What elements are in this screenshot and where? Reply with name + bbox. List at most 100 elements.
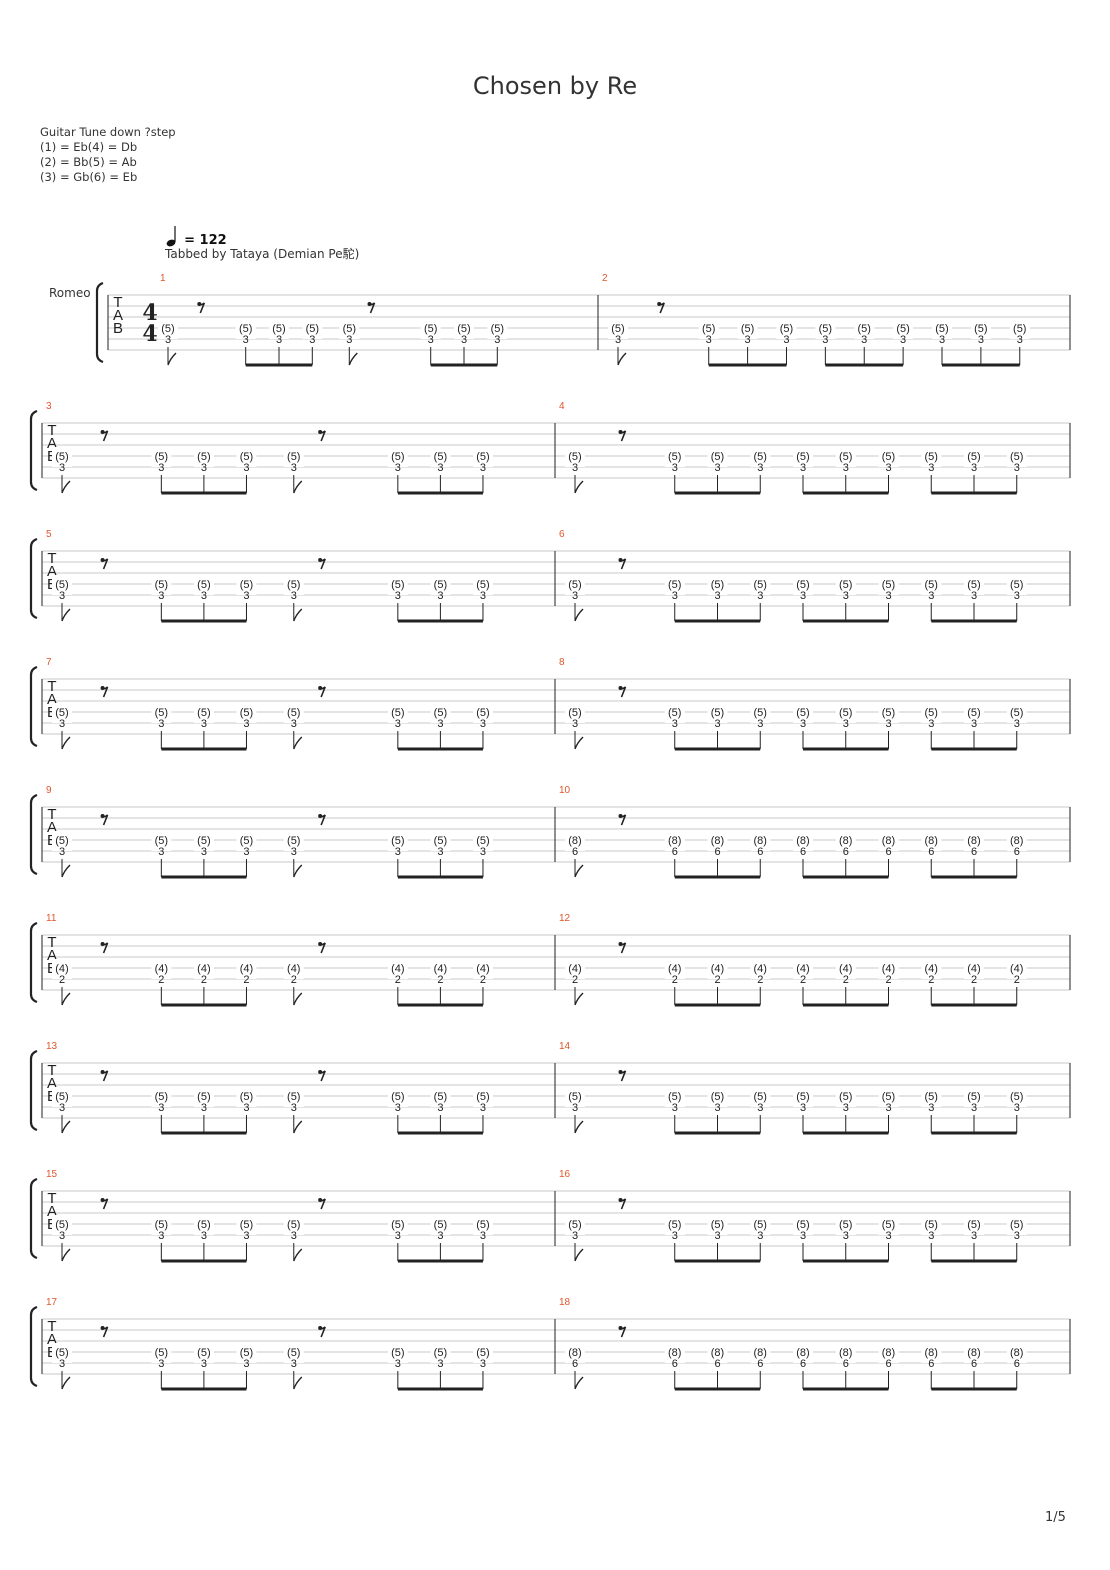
- fret-number: 3: [800, 718, 806, 730]
- note-flag: [293, 1248, 303, 1262]
- fret-number-ghost: (5): [476, 579, 489, 591]
- fret-backing: [815, 319, 836, 339]
- eighth-rest-dot: [100, 558, 105, 562]
- fret-number-ghost: (5): [568, 1091, 581, 1103]
- fret-number-ghost: (8): [711, 835, 724, 847]
- fret-backing: [835, 1215, 856, 1235]
- fret-backing: [52, 1087, 72, 1107]
- fret-backing: [793, 831, 813, 851]
- tab-clef-letter: A: [47, 563, 57, 580]
- fret-number: 3: [494, 334, 500, 346]
- fret-number: 3: [437, 590, 443, 602]
- fret-number-ghost: (5): [391, 1091, 404, 1103]
- fret-number: 6: [572, 846, 578, 858]
- tuning-line: (3) = Gb(6) = Eb: [40, 170, 138, 184]
- fret-number-ghost: (5): [702, 323, 715, 335]
- fret-backing: [964, 703, 984, 723]
- fret-number: 3: [291, 462, 297, 474]
- fret-number: 3: [291, 1230, 297, 1242]
- fret-number-ghost: (5): [434, 1219, 447, 1231]
- fret-number-ghost: (5): [754, 707, 767, 719]
- fret-number-ghost: (5): [287, 707, 300, 719]
- quarter-note-icon: [166, 226, 176, 247]
- note-flag: [61, 1120, 71, 1134]
- fret-number: 3: [928, 462, 934, 474]
- fret-backing: [707, 959, 728, 979]
- fret-number: 3: [243, 590, 249, 602]
- eighth-rest-dot: [318, 942, 323, 946]
- fret-backing: [236, 1343, 257, 1363]
- fret-backing: [793, 1343, 813, 1363]
- fret-backing: [932, 319, 952, 339]
- fret-number-ghost: (5): [796, 1091, 809, 1103]
- fret-backing: [664, 1343, 685, 1363]
- fret-number-ghost: (5): [711, 579, 724, 591]
- fret-backing: [921, 1343, 942, 1363]
- fret-number-ghost: (5): [882, 579, 895, 591]
- fret-backing: [878, 831, 899, 851]
- fret-number: 3: [928, 1230, 934, 1242]
- note-flag: [574, 1248, 584, 1262]
- system-bracket: [29, 921, 38, 1004]
- fret-number-ghost: (4): [754, 963, 767, 975]
- fret-backing: [430, 1215, 451, 1235]
- fret-backing: [387, 959, 408, 979]
- fret-backing: [921, 1087, 942, 1107]
- fret-number: 3: [672, 1230, 678, 1242]
- fret-backing: [1006, 959, 1027, 979]
- fret-number: 3: [158, 1102, 164, 1114]
- fret-number-ghost: (8): [925, 1347, 938, 1359]
- system-bracket: [29, 1305, 38, 1388]
- fret-backing: [193, 447, 214, 467]
- fret-number: 6: [672, 846, 678, 858]
- fret-number-ghost: (5): [882, 1091, 895, 1103]
- fret-number-ghost: (5): [287, 1091, 300, 1103]
- fret-number-ghost: (4): [796, 963, 809, 975]
- fret-backing: [387, 1087, 408, 1107]
- fret-number-ghost: (5): [391, 451, 404, 463]
- fret-number: 3: [843, 462, 849, 474]
- fret-backing: [565, 1343, 585, 1363]
- fret-number: 2: [437, 974, 443, 986]
- fret-number-ghost: (5): [434, 1091, 447, 1103]
- eighth-rest-dot: [618, 942, 623, 946]
- fret-number: 6: [885, 1358, 891, 1370]
- fret-number-ghost: (8): [839, 835, 852, 847]
- fret-number: 2: [800, 974, 806, 986]
- fret-number: 3: [243, 1102, 249, 1114]
- fret-number: 2: [928, 974, 934, 986]
- eighth-rest-dot: [657, 302, 662, 306]
- fret-number: 3: [309, 334, 315, 346]
- fret-number: 3: [291, 1102, 297, 1114]
- fret-backing: [750, 703, 771, 723]
- measure-number: 11: [46, 913, 57, 924]
- fret-number: 3: [201, 1358, 207, 1370]
- fret-number: 3: [291, 590, 297, 602]
- fret-number-ghost: (5): [391, 1347, 404, 1359]
- eighth-rest-dot: [100, 1070, 105, 1074]
- system-bracket: [29, 1177, 38, 1260]
- measure-number: 10: [559, 785, 571, 796]
- fret-number: 3: [672, 590, 678, 602]
- fret-number-ghost: (5): [568, 451, 581, 463]
- fret-backing: [750, 831, 771, 851]
- fret-number-ghost: (5): [925, 451, 938, 463]
- fret-backing: [236, 1215, 257, 1235]
- fret-number: 6: [572, 1358, 578, 1370]
- fret-backing: [835, 703, 856, 723]
- measure-number: 13: [46, 1041, 58, 1052]
- fret-number-ghost: (5): [272, 323, 285, 335]
- fret-backing: [835, 1087, 856, 1107]
- fret-number-ghost: (5): [240, 1219, 253, 1231]
- fret-number-ghost: (5): [568, 579, 581, 591]
- fret-number: 3: [757, 462, 763, 474]
- fret-number: 3: [615, 334, 621, 346]
- tab-clef-letter: T: [47, 1318, 56, 1335]
- fret-backing: [878, 1087, 899, 1107]
- fret-backing: [283, 703, 304, 723]
- tab-clef-letter: A: [47, 1075, 57, 1092]
- tab-clef-letter: A: [47, 1203, 57, 1220]
- fret-number: 3: [928, 590, 934, 602]
- fret-number-ghost: (5): [896, 323, 909, 335]
- fret-number: 3: [395, 1102, 401, 1114]
